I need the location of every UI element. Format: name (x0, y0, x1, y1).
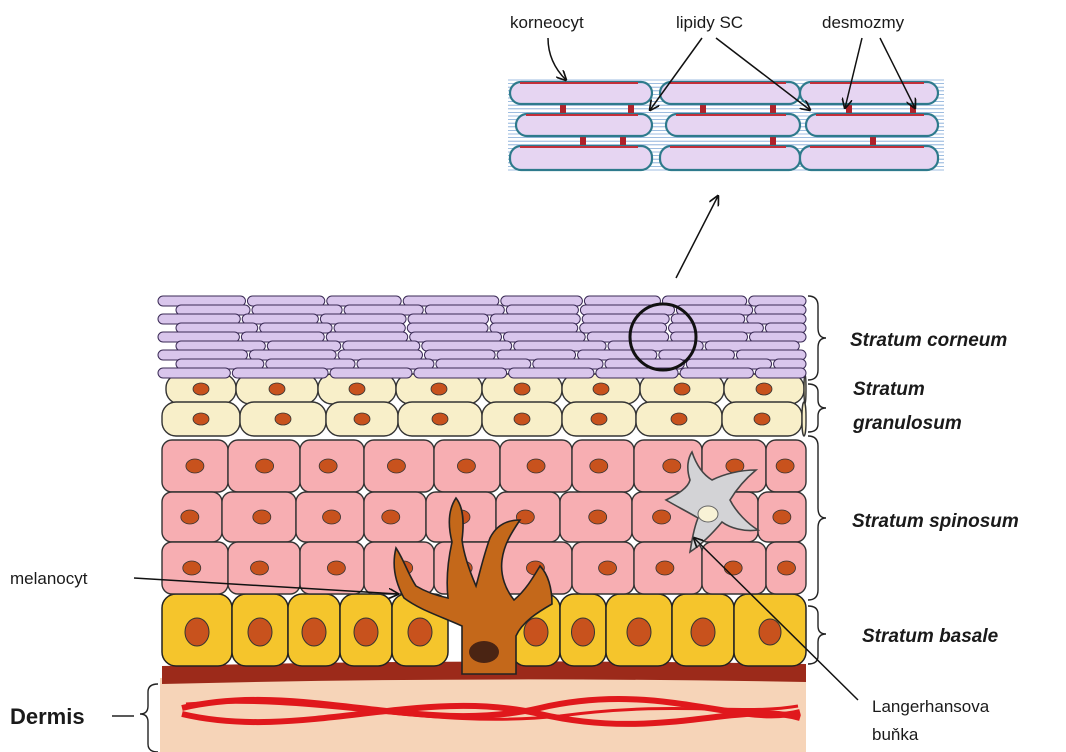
spinous-nucleus (457, 459, 475, 473)
spinous-nucleus (387, 459, 405, 473)
corneocyte-flake (509, 368, 594, 378)
inset-corneocyte (510, 146, 652, 170)
inset-corneocyte (800, 146, 938, 170)
spinous-nucleus (256, 459, 274, 473)
corneocyte-flake (680, 368, 753, 378)
granular-nucleus (671, 413, 687, 425)
spinous-nucleus (653, 510, 671, 524)
granular-nucleus (593, 383, 609, 395)
lipids-label: lipidy SC (676, 13, 743, 32)
spinous-nucleus (186, 459, 204, 473)
basal-nucleus (627, 618, 651, 646)
melanocyte-label: melanocyt (10, 569, 88, 588)
spinous-nucleus (724, 561, 742, 575)
spinous-nucleus (776, 459, 794, 473)
brace-spinosum (808, 436, 826, 600)
spinous-nucleus (599, 561, 617, 575)
spinous-nucleus (181, 510, 199, 524)
basal-nucleus (572, 618, 595, 646)
basal-nucleus (691, 618, 715, 646)
melanocyte-nucleus (469, 641, 499, 663)
langerhans-label-2: buňka (872, 725, 919, 744)
corneum-inset (508, 80, 944, 170)
spinous-nucleus (663, 459, 681, 473)
granular-nucleus (193, 413, 209, 425)
spinous-nucleus (656, 561, 674, 575)
inset-corneocyte (660, 146, 800, 170)
granular-nucleus (349, 383, 365, 395)
granular-nucleus (431, 383, 447, 395)
inset-corneocyte (806, 114, 938, 136)
granular-nucleus (514, 413, 530, 425)
spinous-nucleus (253, 510, 271, 524)
granular-nucleus (756, 383, 772, 395)
inset-corneocyte (516, 114, 652, 136)
spinous-nucleus (323, 510, 341, 524)
granular-nucleus (754, 413, 770, 425)
inset-corneocyte (510, 82, 652, 104)
brace-dermis (140, 684, 158, 752)
spinous-nucleus (319, 459, 337, 473)
spinous-nucleus (251, 561, 269, 575)
spinous-nucleus (327, 561, 345, 575)
dermis-label: Dermis (10, 704, 85, 729)
corneocyte-flake (414, 368, 507, 378)
spinous-nucleus (590, 459, 608, 473)
corneocyte-flake (330, 368, 412, 378)
stratum-granulosum-label-2: granulosum (852, 413, 962, 434)
magnify-arrow (676, 196, 718, 278)
corneocyte-label: korneocyt (510, 13, 584, 32)
basal-nucleus (759, 619, 781, 645)
granular-cell (804, 374, 806, 404)
spinous-nucleus (589, 510, 607, 524)
corneocyte-arrow (548, 38, 566, 80)
stratum-spinosum-label: Stratum spinosum (852, 511, 1019, 532)
inset-corneocytes (510, 82, 938, 170)
granular-cell (802, 402, 806, 436)
stratum-corneum-label: Stratum corneum (850, 330, 1007, 351)
granular-nucleus (269, 383, 285, 395)
spinous-nucleus (527, 459, 545, 473)
basal-nucleus (408, 618, 432, 646)
stratum-granulosum-label-1: Stratum (853, 379, 925, 400)
inset-corneocyte (800, 82, 938, 104)
stratum-basale-label: Stratum basale (862, 626, 999, 647)
langerhans-label-1: Langerhansova (872, 697, 990, 716)
inset-corneocyte (660, 82, 800, 104)
basal-nucleus (302, 618, 326, 646)
spinous-nucleus (773, 510, 791, 524)
spinous-nucleus (778, 561, 796, 575)
langerhans-nucleus (698, 506, 718, 522)
corneocyte-flake (755, 368, 806, 378)
desmosomes-label: desmozmy (822, 13, 905, 32)
brace-basale (808, 606, 826, 664)
granular-nucleus (674, 383, 690, 395)
stratum-corneum-cells (158, 296, 806, 378)
granular-nucleus (275, 413, 291, 425)
basal-nucleus (354, 618, 378, 646)
brace-granulosum (808, 384, 826, 432)
corneocyte-flake (158, 368, 230, 378)
corneocyte-flake (232, 368, 328, 378)
dermis-layer (160, 661, 806, 752)
granular-nucleus (354, 413, 370, 425)
stratum-granulosum-cells (162, 374, 806, 436)
inset-corneocyte (666, 114, 800, 136)
spinous-nucleus (183, 561, 201, 575)
basal-nucleus (185, 618, 209, 646)
granular-nucleus (591, 413, 607, 425)
brace-corneum (808, 296, 826, 380)
basal-nucleus (248, 618, 272, 646)
granular-nucleus (514, 383, 530, 395)
spinous-nucleus (382, 510, 400, 524)
basal-nucleus (524, 618, 548, 646)
granular-nucleus (432, 413, 448, 425)
granular-nucleus (193, 383, 209, 395)
